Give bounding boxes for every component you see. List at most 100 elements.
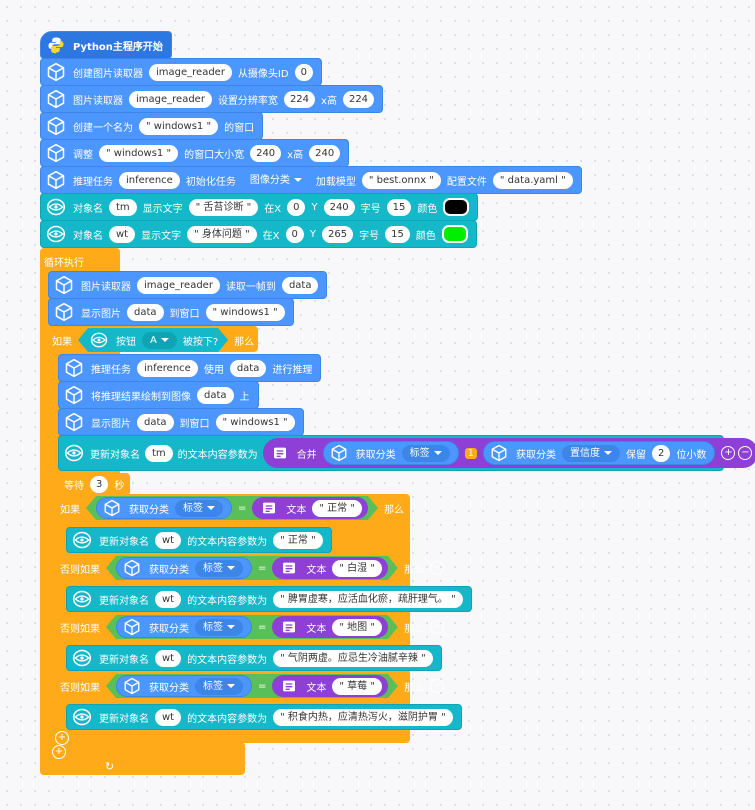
class-field-dropdown[interactable]: 标签: [401, 444, 450, 462]
button-dropdown[interactable]: A: [142, 332, 177, 349]
class-field-dropdown[interactable]: 置信度: [562, 444, 621, 462]
create-image-reader-block[interactable]: 创建图片读取器 image_reader 从摄像头ID 0: [40, 58, 322, 86]
if2-branch-1[interactable]: 否则如果 获取分类 标签 = 文本 " 白湿 " 那么 −: [60, 556, 444, 580]
init-inference-block[interactable]: 推理任务 inference 初始化任务 图像分类 加载模型 " best.on…: [40, 166, 582, 194]
x-input[interactable]: 0: [287, 198, 306, 216]
merge-text-block[interactable]: 合并 获取分类 标签 1 获取分类 置信度 保留 2 位小数 + −: [262, 438, 755, 468]
message-input[interactable]: " 脾胃虚寒，应活血化瘀，疏肝理气。 ": [273, 590, 463, 608]
text-value-input[interactable]: " 地图 ": [332, 619, 382, 636]
class-field-dropdown[interactable]: 标签: [195, 619, 243, 636]
add-branch-icon[interactable]: +: [55, 731, 69, 745]
remove-icon[interactable]: −: [429, 561, 444, 575]
data-var[interactable]: data: [127, 303, 164, 321]
y-input[interactable]: 265: [322, 225, 354, 243]
equals-condition[interactable]: 获取分类 标签 = 文本 " 草莓 ": [106, 674, 398, 698]
python-main-hat[interactable]: Python主程序开始: [40, 31, 172, 59]
if2-branch-2[interactable]: 否则如果 获取分类 标签 = 文本 " 地图 " 那么 −: [60, 615, 444, 639]
decimal-digits-input[interactable]: 2: [652, 444, 671, 462]
update-wt-text-block[interactable]: 更新对象名 wt 的文本内容参数为 " 气阴两虚。应忌生冷油腻辛辣 ": [66, 645, 442, 671]
resize-window-block[interactable]: 调整 " windows1 " 的窗口大小宽 240 x高 240: [40, 139, 350, 167]
width-input[interactable]: 224: [283, 90, 316, 108]
text-literal-block[interactable]: 文本 " 草莓 ": [272, 675, 388, 697]
display-text-input[interactable]: " 舌苔诊断 ": [188, 198, 259, 216]
class-field-dropdown[interactable]: 标签: [195, 678, 243, 695]
get-class-label-block[interactable]: 获取分类 标签: [116, 616, 252, 638]
object-name-input[interactable]: wt: [155, 649, 182, 667]
if1-header[interactable]: 如果 按钮 A 被按下? 那么: [52, 328, 254, 352]
text-literal-block[interactable]: 文本 " 白湿 ": [272, 557, 388, 579]
get-class-label-block[interactable]: 获取分类 标签: [96, 497, 232, 519]
wait-block[interactable]: 等待 3 秒: [58, 473, 131, 496]
equals-condition[interactable]: 获取分类 标签 = 文本 " 正常 ": [86, 496, 378, 520]
button-pressed-condition[interactable]: 按钮 A 被按下?: [78, 328, 228, 352]
object-name-input[interactable]: wt: [155, 590, 182, 608]
add-icon[interactable]: +: [721, 446, 736, 460]
get-class-label-block[interactable]: 获取分类 标签: [322, 441, 459, 465]
class-field-dropdown[interactable]: 标签: [175, 500, 223, 517]
display-text-input[interactable]: " 身体问题 ": [187, 225, 257, 243]
remove-icon[interactable]: −: [429, 620, 444, 634]
config-path-input[interactable]: " data.yaml ": [492, 171, 573, 189]
run-inference-block[interactable]: 推理任务 inference 使用 data 进行推理: [58, 354, 322, 382]
text-value-input[interactable]: " 正常 ": [312, 500, 362, 517]
window-name-input[interactable]: " windows1 ": [139, 117, 219, 135]
inference-var[interactable]: inference: [137, 359, 198, 377]
data-var[interactable]: data: [229, 359, 267, 377]
set-resolution-block[interactable]: 图片读取器 image_reader 设置分辨率宽 224 x高 224: [40, 85, 384, 113]
data-var[interactable]: data: [137, 413, 174, 431]
window-name-input[interactable]: " windows1 ": [99, 144, 179, 162]
window-height-input[interactable]: 240: [309, 144, 341, 162]
reader-var[interactable]: image_reader: [129, 90, 212, 108]
data-var[interactable]: data: [281, 276, 319, 294]
add-remove-controls[interactable]: + −: [721, 446, 753, 460]
update-wt-text-block[interactable]: 更新对象名 wt 的文本内容参数为 " 正常 ": [66, 527, 332, 553]
update-tm-text-block[interactable]: 更新对象名 tm 的文本内容参数为 合并 获取分类 标签 1 获取分类 置信度 …: [58, 435, 755, 471]
get-class-label-block[interactable]: 获取分类 标签: [116, 675, 252, 697]
read-frame-block[interactable]: 图片读取器 image_reader 读取一帧到 data: [48, 271, 328, 299]
show-image-block[interactable]: 显示图片 data 到窗口 " windows1 ": [58, 408, 304, 436]
task-type-dropdown[interactable]: 图像分类: [242, 172, 310, 189]
model-path-input[interactable]: " best.onnx ": [361, 171, 441, 189]
wait-seconds-input[interactable]: 3: [90, 476, 109, 493]
equals-condition[interactable]: 获取分类 标签 = 文本 " 地图 ": [106, 615, 398, 639]
remove-icon[interactable]: −: [738, 446, 753, 460]
update-wt-text-block[interactable]: 更新对象名 wt 的文本内容参数为 " 脾胃虚寒，应活血化瘀，疏肝理气。 ": [66, 586, 472, 612]
equals-condition[interactable]: 获取分类 标签 = 文本 " 白湿 ": [106, 556, 398, 580]
update-wt-text-block[interactable]: 更新对象名 wt 的文本内容参数为 " 积食内热，应清热泻火，滋阴护胃 ": [66, 704, 462, 730]
data-var[interactable]: data: [197, 386, 234, 404]
y-input[interactable]: 240: [323, 198, 355, 216]
message-input[interactable]: " 正常 ": [273, 531, 323, 549]
class-field-dropdown[interactable]: 标签: [195, 560, 243, 577]
x-input[interactable]: 0: [285, 225, 304, 243]
camera-id-input[interactable]: 0: [294, 63, 313, 81]
add-else-icon[interactable]: +: [52, 745, 66, 759]
show-image-block[interactable]: 显示图片 data 到窗口 " windows1 ": [48, 298, 294, 326]
font-size-input[interactable]: 15: [386, 198, 412, 216]
window-name-input[interactable]: " windows1 ": [205, 303, 285, 321]
message-input[interactable]: " 积食内热，应清热泻火，滋阴护胃 ": [273, 708, 453, 726]
text-object-wt-block[interactable]: 对象名 wt 显示文字 " 身体问题 " 在X 0 Y 265 字号 15 颜色: [40, 220, 477, 248]
reader-var[interactable]: image_reader: [137, 276, 220, 294]
object-name-input[interactable]: tm: [145, 444, 173, 462]
get-class-confidence-block[interactable]: 获取分类 置信度 保留 2 位小数: [483, 441, 716, 465]
text-value-input[interactable]: " 白湿 ": [332, 560, 382, 577]
text-value-input[interactable]: " 草莓 ": [332, 678, 382, 695]
color-swatch[interactable]: [443, 198, 470, 216]
message-input[interactable]: " 气阴两虚。应忌生冷油腻辛辣 ": [273, 649, 433, 667]
font-size-input[interactable]: 15: [385, 225, 410, 243]
if2-branch-3[interactable]: 否则如果 获取分类 标签 = 文本 " 草莓 " 那么 −: [60, 674, 444, 698]
object-name-input[interactable]: wt: [155, 531, 182, 549]
window-width-input[interactable]: 240: [250, 144, 282, 162]
height-input[interactable]: 224: [342, 90, 375, 108]
object-name-input[interactable]: wt: [109, 225, 136, 243]
draw-results-block[interactable]: 将推理结果绘制到图像 data 上: [58, 381, 259, 409]
object-name-input[interactable]: tm: [109, 198, 137, 216]
window-name-input[interactable]: " windows1 ": [215, 413, 295, 431]
inference-var[interactable]: inference: [119, 171, 180, 189]
color-swatch[interactable]: [441, 225, 468, 243]
object-name-input[interactable]: wt: [155, 708, 182, 726]
get-class-label-block[interactable]: 获取分类 标签: [116, 557, 252, 579]
create-window-block[interactable]: 创建一个名为 " windows1 " 的窗口: [40, 112, 264, 140]
text-literal-block[interactable]: 文本 " 正常 ": [252, 497, 368, 519]
text-object-tm-block[interactable]: 对象名 tm 显示文字 " 舌苔诊断 " 在X 0 Y 240 字号 15 颜色: [40, 193, 479, 221]
